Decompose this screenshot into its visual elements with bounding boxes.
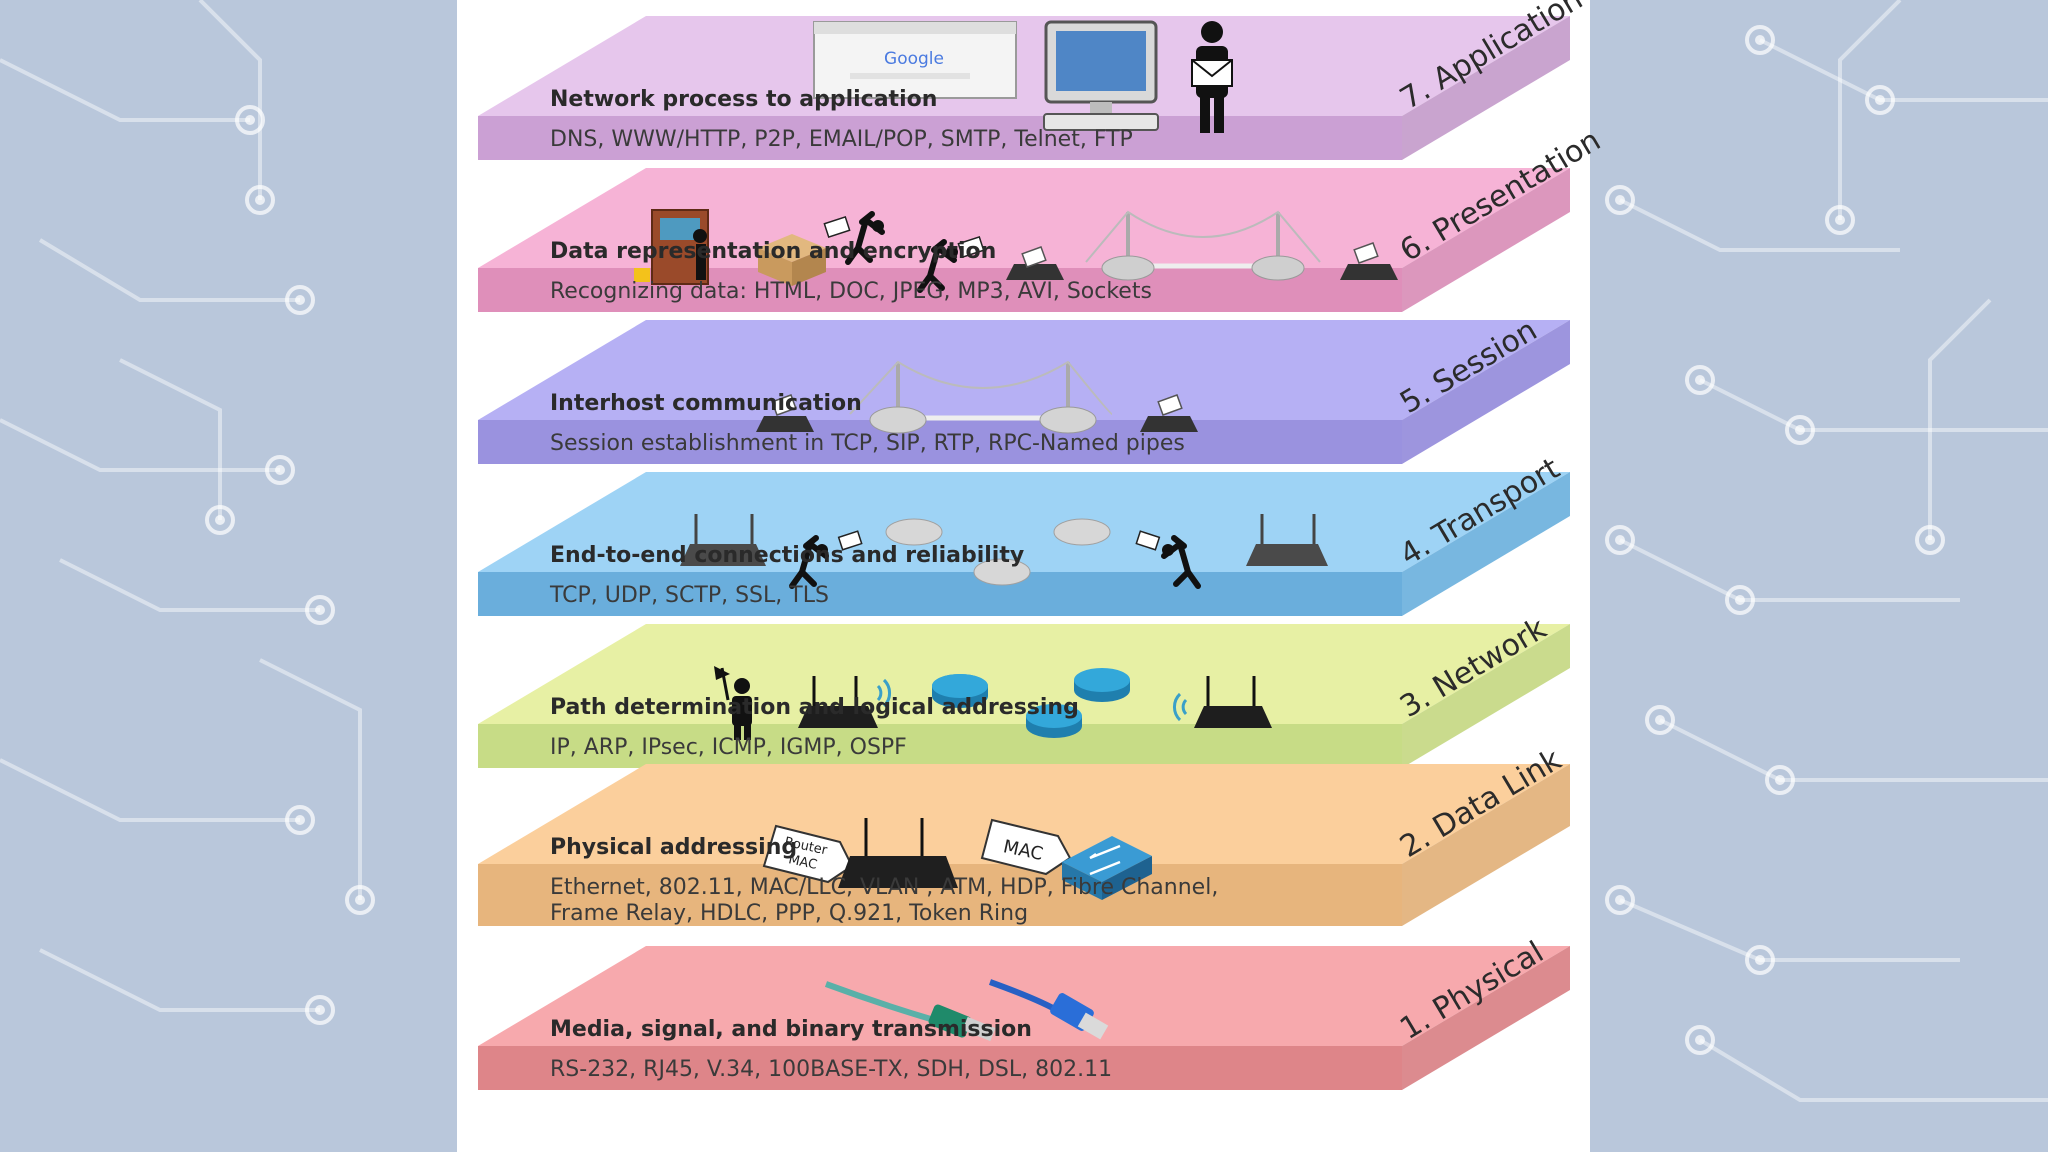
router-disc-icon xyxy=(1026,704,1082,738)
layer-protocols: RS-232, RJ45, V.34, 100BASE-TX, SDH, DSL… xyxy=(550,1057,1112,1082)
router-icon xyxy=(1006,246,1064,280)
wireless-router-icon xyxy=(680,514,766,566)
layer-front-face xyxy=(478,1046,1402,1090)
person-with-flag-icon xyxy=(714,666,752,740)
router-mac-tag-line2: MAC xyxy=(787,852,818,873)
wireless-router-icon xyxy=(1246,514,1328,566)
bridge-icon xyxy=(1085,210,1321,281)
layer-protocols: Recognizing data: HTML, DOC, JPEG, MP3, … xyxy=(550,279,1152,304)
layer-top-face xyxy=(478,764,1570,864)
running-courier-icon xyxy=(823,211,885,265)
network-switch-icon xyxy=(1062,836,1152,900)
layer-title: Data representation and encryption xyxy=(550,239,996,264)
layer-top-face xyxy=(478,320,1570,420)
layer-protocols: IP, ARP, IPsec, ICMP, IGMP, OSPF xyxy=(550,735,907,760)
layer-side-face xyxy=(1402,764,1570,926)
layer-top-face xyxy=(478,16,1570,116)
browser-window-icon: Google xyxy=(813,21,1017,99)
layer-title: Path determination and logical addressin… xyxy=(550,695,1079,720)
wireless-router-icon xyxy=(1173,676,1272,728)
wireless-router-icon xyxy=(798,676,891,728)
layer-top-face xyxy=(478,168,1570,268)
layer-side-face xyxy=(1402,320,1570,464)
desktop-computer-icon xyxy=(1043,20,1159,131)
router-icon xyxy=(756,394,814,432)
running-courier-icon xyxy=(917,235,985,293)
router-mac-tag-icon: Router MAC xyxy=(762,824,854,884)
layer-protocols: Frame Relay, HDLC, PPP, Q.921, Token Rin… xyxy=(550,901,1028,926)
layer-title: Interhost communication xyxy=(550,391,862,416)
running-courier-icon xyxy=(789,530,863,589)
layer-protocols: DNS, WWW/HTTP, P2P, EMAIL/POP, SMTP, Tel… xyxy=(550,127,1133,152)
layer-title: Network process to application xyxy=(550,87,937,112)
layer-front-face xyxy=(478,724,1402,768)
osi-layer xyxy=(478,16,1570,160)
layer-title: Physical addressing xyxy=(550,835,797,860)
layer-front-face xyxy=(478,116,1402,160)
mac-tag-icon: MAC xyxy=(980,818,1072,876)
bridge-icon xyxy=(849,360,1113,434)
wireless-router-icon xyxy=(838,818,958,888)
router-icon xyxy=(1140,394,1198,432)
layer-front-face xyxy=(478,420,1402,464)
layer-side-face xyxy=(1402,946,1570,1090)
browser-brand: Google xyxy=(884,49,944,69)
osi-layer xyxy=(478,320,1570,464)
person-with-envelope-icon xyxy=(1191,21,1233,133)
fiber-cable-icon xyxy=(824,981,996,1042)
layer-protocols: Session establishment in TCP, SIP, RTP, … xyxy=(550,431,1185,456)
parcel-box-icon xyxy=(758,234,826,286)
layer-title: Media, signal, and binary transmission xyxy=(550,1017,1032,1042)
layer-protocols: TCP, UDP, SCTP, SSL, TLS xyxy=(549,583,829,608)
router-disc-icon xyxy=(885,518,1111,586)
layer-protocols: Ethernet, 802.11, MAC/LLC, VLAN , ATM, H… xyxy=(550,875,1218,900)
layer-front-face xyxy=(478,572,1402,616)
router-icon xyxy=(1340,242,1398,280)
layer-title: End-to-end connections and reliability xyxy=(550,543,1024,568)
locked-cabinet-icon xyxy=(634,209,709,285)
layer-side-face xyxy=(1402,16,1570,160)
layer-side-face xyxy=(1402,624,1570,768)
layer-side-face xyxy=(1402,472,1570,616)
running-courier-icon xyxy=(1135,530,1201,589)
ethernet-cable-icon xyxy=(988,979,1109,1040)
layer-side-face xyxy=(1402,168,1570,312)
router-disc-icon xyxy=(932,674,988,708)
osi-layer xyxy=(478,168,1570,312)
router-disc-icon xyxy=(1074,668,1130,702)
